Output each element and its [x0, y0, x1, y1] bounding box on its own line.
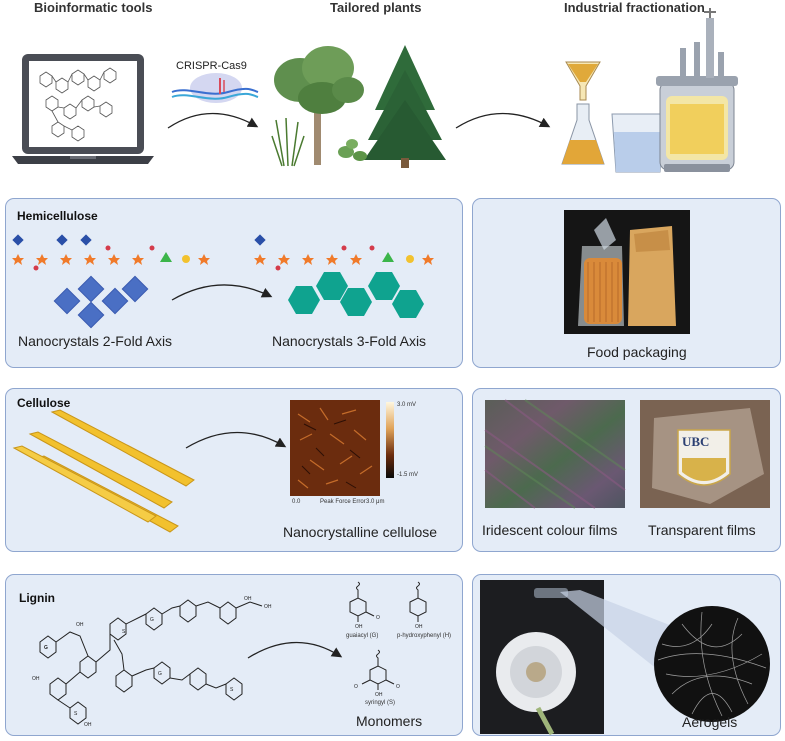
caption-nanocrystalline-cellulose: Nanocrystalline cellulose: [283, 524, 438, 540]
lignin-structure: OH OH OH OH OH G S G G S S: [32, 596, 272, 728]
caption-transparent-films: Transparent films: [648, 522, 756, 538]
caption-nanocrystals-2-fold: Nanocrystals 2-Fold Axis: [18, 333, 173, 349]
svg-text:S: S: [74, 711, 78, 717]
cellulose-title: Cellulose: [17, 396, 71, 410]
svg-text:G: G: [150, 617, 154, 623]
svg-text:OH: OH: [355, 624, 363, 630]
monomer-p-hydroxyphenyl: p-hydroxyphenyl (H): [397, 633, 452, 639]
svg-text:OH: OH: [264, 604, 272, 610]
caption-food-packaging: Food packaging: [587, 344, 687, 360]
nanocrystals-2-fold-shapes: [53, 275, 149, 329]
afm-image: [290, 400, 380, 496]
aerogel-microscopy-image: [654, 606, 770, 722]
nanocrystals-3-fold-shapes: [288, 272, 424, 318]
arrow-tools-to-plants: [167, 112, 259, 129]
crispr-label: CRISPR-Cas9: [176, 60, 247, 72]
laptop-icon: [12, 54, 154, 164]
lignin-panel: [5, 574, 463, 736]
transparent-film-photo: [640, 400, 770, 508]
afm-scale-min: -1.5 mV: [397, 472, 419, 478]
svg-text:OH: OH: [415, 624, 423, 630]
afm-x-end: 3.0 μm: [366, 499, 385, 505]
svg-text:OH: OH: [375, 692, 383, 698]
svg-text:OH: OH: [84, 722, 92, 728]
svg-text:S: S: [230, 687, 234, 693]
svg-text:O: O: [396, 684, 400, 690]
svg-text:OH: OH: [76, 622, 84, 628]
afm-x-start: 0.0: [292, 499, 301, 505]
header-bioinformatic-tools: Bioinformatic tools: [34, 0, 153, 15]
afm-scale-max: 3.0 mV: [397, 402, 417, 408]
svg-text:O: O: [354, 684, 358, 690]
crispr-cas9-icon: [171, 73, 259, 103]
svg-text:O: O: [376, 615, 380, 621]
lignin-monomers-structures: OH O OH OH O O: [349, 581, 427, 698]
caption-iridescent-films: Iridescent colour films: [482, 522, 618, 538]
monomer-syringyl: syringyl (S): [365, 700, 396, 706]
ubc-logo-text: UBC: [682, 434, 710, 449]
afm-color-scale: [386, 402, 394, 478]
caption-nanocrystals-3-fold: Nanocrystals 3-Fold Axis: [272, 333, 427, 349]
header-tailored-plants: Tailored plants: [330, 0, 422, 15]
header-industrial-fractionation: Industrial fractionation: [564, 0, 705, 15]
svg-text:OH: OH: [244, 596, 252, 602]
food-packaging-photo: [564, 210, 690, 334]
plants-illustration: [271, 45, 446, 168]
svg-text:S: S: [122, 629, 126, 635]
svg-text:G: G: [44, 645, 48, 651]
arrow-plants-to-fractionation: [455, 112, 551, 129]
caption-monomers: Monomers: [356, 713, 423, 729]
glycan-chain-left: [12, 234, 210, 271]
caption-aerogels: Aerogels: [682, 714, 738, 730]
afm-x-label: Peak Force Error: [320, 499, 366, 505]
glycan-chain-right: [254, 234, 434, 271]
svg-text:OH: OH: [32, 676, 40, 682]
lignin-title: Lignin: [19, 591, 55, 605]
monomer-guaiacyl: guaiacyl (G): [346, 633, 379, 639]
iridescent-film-photo: [484, 399, 626, 509]
svg-text:G: G: [158, 671, 162, 677]
hemicellulose-title: Hemicellulose: [17, 209, 98, 223]
fractionation-equipment-illustration: [561, 8, 738, 173]
cellulose-rods-illustration: [12, 409, 195, 533]
